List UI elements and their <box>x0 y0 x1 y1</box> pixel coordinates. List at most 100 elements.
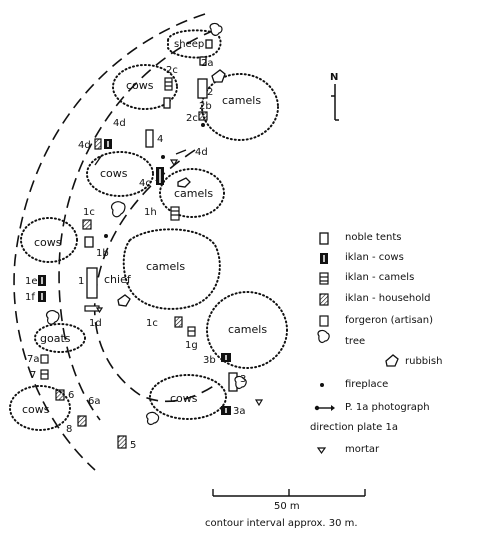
enclosure-sheep <box>167 29 222 59</box>
site-label-2a: 2a <box>201 58 214 69</box>
iklan-camels-tents <box>40 77 196 380</box>
site-label-1: 1 <box>78 276 85 287</box>
north-arrow <box>331 84 339 121</box>
legend-fireplace-symbol <box>320 383 324 387</box>
site-label-1h: 1h <box>144 207 157 218</box>
enclosure-label-camels-mid: camels <box>174 187 214 200</box>
enclosure-goats <box>34 323 86 353</box>
iklan-household-tents <box>55 111 208 449</box>
iklan-cow-1e <box>38 275 46 286</box>
site-label-3a: 3a <box>233 406 246 417</box>
site-label-2c-bottom: 2c <box>186 113 198 124</box>
site-label-6a: 6a <box>88 396 101 407</box>
enclosure-label-sheep: sheep <box>174 39 205 50</box>
household-1c <box>82 219 92 230</box>
contour-lines <box>13 13 216 471</box>
site-label-8: 8 <box>66 424 73 435</box>
contour-inner <box>93 149 216 403</box>
legend-label-mortar: mortar <box>345 444 380 455</box>
contour-outer <box>13 13 206 471</box>
noble-tent-sheep <box>205 39 213 49</box>
tree-1 <box>209 22 223 36</box>
enclosure-label-goats: goats <box>40 332 71 345</box>
site-label-4: 4 <box>157 134 164 145</box>
iklan-camel-1g <box>187 326 196 337</box>
fireplace-1 <box>201 123 205 127</box>
enclosure-camels-top <box>201 73 279 141</box>
site-label-2c-top: 2c <box>166 65 178 76</box>
legend-label-fireplace: fireplace <box>345 379 389 390</box>
iklan-cow-4d <box>104 139 112 149</box>
iklan-cow-4c <box>156 167 164 185</box>
rubbish-1 <box>211 69 226 83</box>
enclosure-label-cows-left: cows <box>34 236 62 249</box>
rubbish-marks <box>117 69 226 307</box>
enclosure-cows-mid <box>86 151 154 197</box>
noble-tents <box>84 39 238 392</box>
household-2b <box>198 111 208 121</box>
contour-middle <box>58 29 216 421</box>
legend-rubbish-symbol <box>385 354 399 367</box>
rubbish-3 <box>117 294 131 307</box>
iklan-cow-3a <box>221 406 231 415</box>
site-label-3b: 3b <box>203 355 216 366</box>
site-label-4d-c: 4d <box>195 147 208 158</box>
forgeron-7a <box>40 354 49 364</box>
site-label-1c-b: 1c <box>146 318 158 329</box>
iklan-cow-1f <box>38 291 46 302</box>
site-label-2b: 2b <box>199 101 212 112</box>
trees <box>45 22 247 425</box>
rubbish-2 <box>177 177 191 188</box>
enclosure-label-camels-top: camels <box>222 94 262 107</box>
photo-arrow-2 <box>175 149 187 155</box>
enclosure-label-camels-right: camels <box>228 323 268 336</box>
legend-tree-symbol <box>317 329 330 343</box>
site-label-1e: 1e <box>25 276 38 287</box>
enclosure-label-chief: chief <box>104 273 131 286</box>
site-label-2: 2 <box>207 87 214 98</box>
noble-tent-4 <box>145 129 154 148</box>
site-label-7a: 7a <box>27 354 40 365</box>
scale-bar <box>212 489 366 497</box>
site-label-4c: 4c <box>139 178 151 189</box>
legend-forgeron-symbol <box>319 315 329 327</box>
site-label-4d-a: 4d <box>113 118 126 129</box>
legend-label-photo: P. 1a photograph <box>345 402 430 413</box>
tree-4 <box>146 411 160 425</box>
legend-photo-symbol <box>314 405 335 411</box>
tree-2 <box>110 201 126 218</box>
site-label-6: 6 <box>68 390 75 401</box>
legend-label-tree: tree <box>345 336 366 347</box>
enclosure-cows-bottom <box>149 374 227 420</box>
legend-label-iklan-household: iklan - household <box>345 293 431 304</box>
legend-label-noble-tents: noble tents <box>345 232 402 243</box>
site-label-1c-a: 1c <box>83 207 95 218</box>
enclosure-cows-bottom-left <box>9 385 71 431</box>
household-5 <box>117 435 127 449</box>
enclosure-camels-mid <box>159 168 225 218</box>
household-8 <box>77 415 87 427</box>
site-label-1d: 1d <box>89 318 102 329</box>
scale-label: 50 m <box>274 501 300 512</box>
legend-label-photo-2: direction plate 1a <box>310 422 398 433</box>
iklan-cow-3b <box>221 353 231 362</box>
noble-tent-2c-top <box>199 56 207 66</box>
legend-iklan-household-symbol <box>319 293 329 306</box>
fireplace-3 <box>104 234 108 238</box>
contour-note: contour interval approx. 30 m. <box>205 518 358 529</box>
chief-tent <box>86 267 98 299</box>
site-label-1g: 1g <box>185 340 198 351</box>
mortar-3 <box>95 307 104 314</box>
enclosure-label-cows-bottom-left: cows <box>22 403 50 416</box>
enclosure-cows-top <box>112 64 178 110</box>
site-label-1f: 1f <box>25 292 35 303</box>
site-label-1b: 1b <box>96 248 109 259</box>
legend-label-iklan-camels: iklan - camels <box>345 272 415 283</box>
site-label-3: 3 <box>240 374 247 385</box>
enclosure-label-cows-top: cows <box>126 79 154 92</box>
enclosure-camels-center <box>122 228 221 310</box>
noble-tent-1b <box>84 236 94 248</box>
site-label-7: 7 <box>30 370 37 381</box>
